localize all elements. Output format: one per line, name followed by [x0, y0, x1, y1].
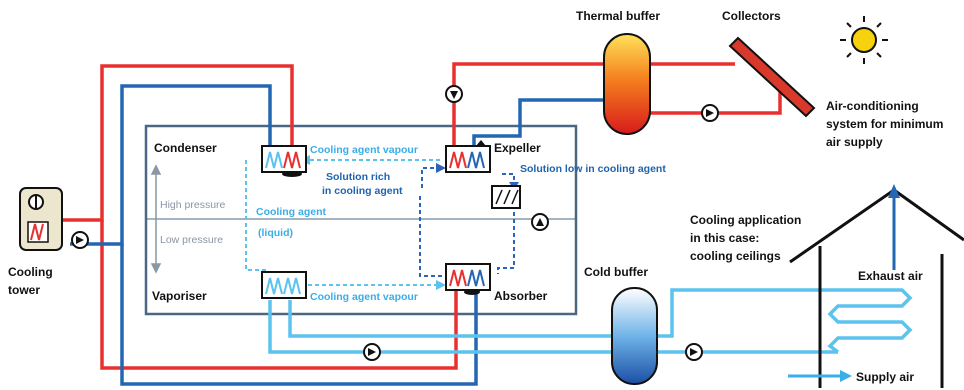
pump-icon	[71, 231, 89, 249]
vapour-flows	[245, 159, 440, 286]
cold-buffer-tank	[611, 287, 658, 385]
collector-panel-icon	[728, 36, 816, 118]
pump-icon	[531, 213, 549, 231]
blue-pipes	[70, 84, 604, 386]
arrow-rich	[436, 163, 446, 173]
cooling-agent-label: Cooling agent	[256, 206, 326, 218]
liquid-label: (liquid)	[258, 227, 293, 239]
absorber-exchanger	[445, 263, 491, 295]
ac-label-line1: Air-conditioning	[826, 99, 919, 113]
chilled-pipes	[268, 288, 913, 354]
expeller-exchanger	[445, 140, 491, 173]
absorber-label: Absorber	[494, 289, 548, 303]
vaporiser-exchanger	[261, 271, 307, 299]
solution-heat-exchanger-icon	[491, 185, 521, 209]
pump-icon	[445, 85, 463, 103]
condenser-label: Condenser	[154, 141, 217, 155]
cooling-app-label-line2: in this case:	[690, 231, 759, 245]
collectors-label: Collectors	[722, 9, 781, 23]
condenser-exchanger	[261, 145, 307, 177]
exhaust-air-label: Exhaust air	[858, 269, 923, 283]
vapour-top-label: Cooling agent vapour	[310, 144, 418, 156]
arrow-vapour-bottom	[436, 280, 446, 290]
internal-flows	[419, 167, 515, 277]
solution-rich-label-line2: in cooling agent	[322, 185, 403, 197]
pump-icon	[701, 104, 719, 122]
pump-icon	[685, 343, 703, 361]
absorption-machine-box	[144, 124, 578, 316]
pump-icon	[363, 343, 381, 361]
cooling-tower-label-line1: Cooling	[8, 265, 53, 279]
vaporiser-label: Vaporiser	[152, 289, 207, 303]
expeller-label: Expeller	[494, 141, 541, 155]
cooling-tower-label-line2: tower	[8, 283, 40, 297]
cold-buffer-label: Cold buffer	[584, 265, 648, 279]
cooling-tower-icon	[19, 187, 63, 251]
high-pressure-label: High pressure	[160, 199, 226, 211]
ac-label-line2: system for minimum	[826, 117, 943, 131]
sun-icon	[840, 16, 888, 64]
cooling-app-label-line1: Cooling application	[690, 213, 801, 227]
exhaust-air-arrow	[888, 184, 900, 270]
solution-low-label: Solution low in cooling agent	[520, 163, 666, 175]
red-pipes	[62, 62, 782, 370]
cooling-app-label-line3: cooling ceilings	[690, 249, 781, 263]
vapour-bottom-label: Cooling agent vapour	[310, 291, 418, 303]
supply-air-label: Supply air	[856, 370, 914, 384]
thermal-buffer-label: Thermal buffer	[576, 9, 660, 23]
low-pressure-label: Low pressure	[160, 234, 223, 246]
thermal-buffer-tank	[603, 33, 651, 135]
pressure-arrows	[150, 164, 162, 274]
supply-air-arrow	[788, 370, 852, 382]
solution-rich-label-line1: Solution rich	[326, 171, 390, 183]
ac-label-line3: air supply	[826, 135, 883, 149]
